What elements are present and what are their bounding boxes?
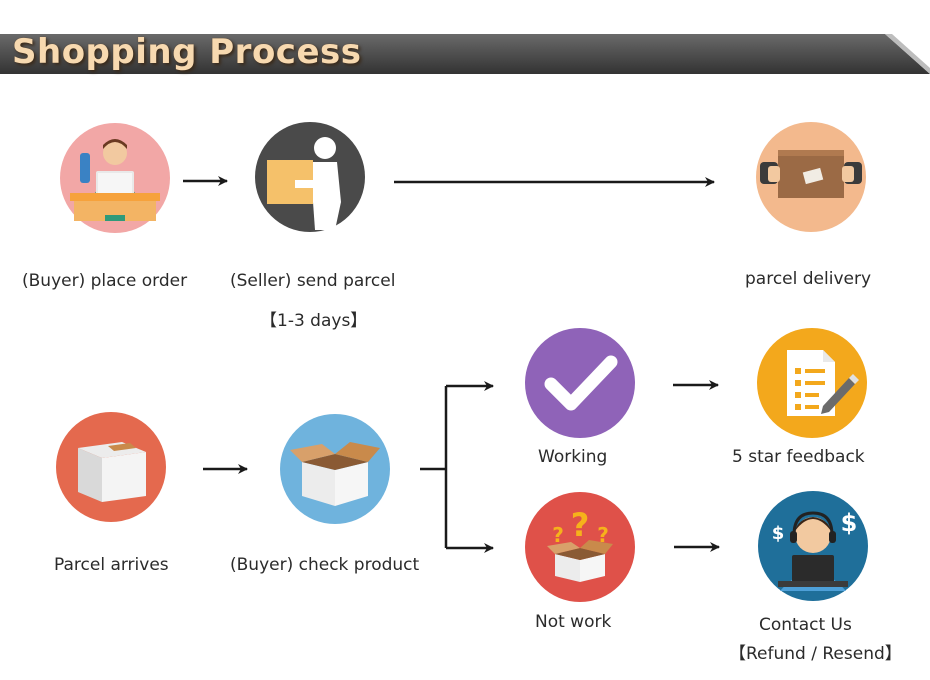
svg-text:$: $ [772,523,785,544]
open-box-icon [280,414,390,524]
step-contact: $ $ [758,491,868,601]
banner-shape [0,34,930,74]
label-contact-note: 【Refund / Resend】 [729,644,902,664]
checkmark-icon [525,328,635,438]
buyer-at-laptop-icon [60,123,170,233]
page-title: Shopping Process [12,32,362,72]
hands-holding-parcel-icon [756,122,866,232]
svg-text:?: ? [597,523,609,547]
checklist-icon [757,328,867,438]
step-not-work: ? ? ? [525,492,635,602]
svg-text:?: ? [571,506,590,544]
step-feedback [757,328,867,438]
svg-text:$: $ [841,509,858,537]
step-send-parcel [255,122,365,232]
step-check-product [280,414,390,524]
support-agent-icon: $ $ [758,491,868,601]
step-parcel-arrives [56,412,166,522]
label-not-work: Not work [535,612,612,632]
step-parcel-delivery [756,122,866,232]
label-parcel-arrives: Parcel arrives [54,555,169,575]
label-send-parcel-note: 【1-3 days】 [260,311,368,331]
step-working [525,328,635,438]
label-check-product: (Buyer) check product [230,555,420,575]
step-place-order [60,123,170,233]
header-banner: Shopping Process [0,32,930,74]
label-place-order: (Buyer) place order [22,271,188,291]
label-parcel-delivery: parcel delivery [745,269,872,289]
svg-text:?: ? [552,523,564,547]
label-contact: Contact Us [759,615,852,635]
label-send-parcel: (Seller) send parcel [230,271,396,291]
label-working: Working [538,447,608,467]
person-carrying-box-icon [255,122,365,232]
closed-box-icon [56,412,166,522]
label-feedback: 5 star feedback [732,447,865,467]
question-box-icon: ? ? ? [525,492,635,602]
